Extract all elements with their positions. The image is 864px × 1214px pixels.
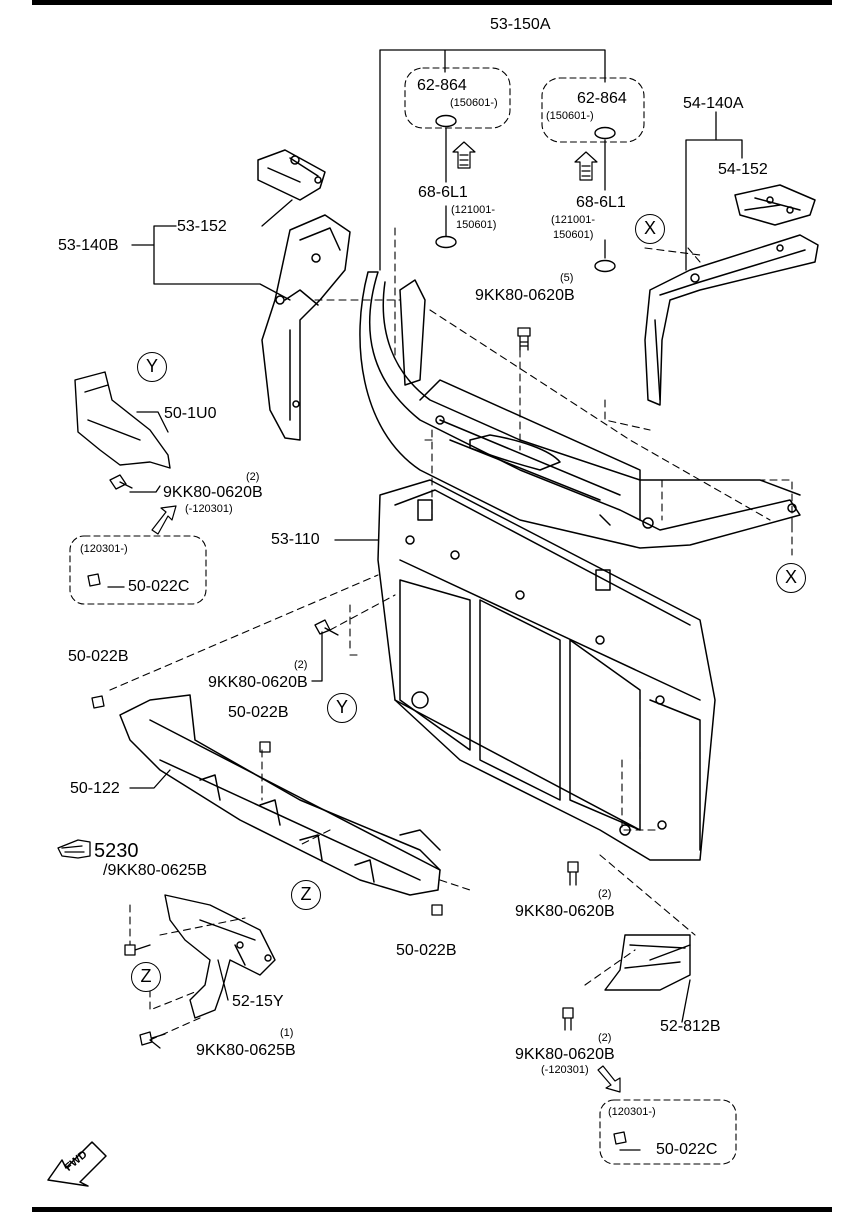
label-bolt-right: 9KK80-0620B (515, 903, 615, 920)
pointer-hand-icon (57, 839, 91, 859)
label-bolt-low: 9KK80-0620B (515, 1046, 615, 1063)
label-53-152: 53-152 (177, 218, 227, 235)
plugs (435, 114, 616, 273)
dashed-leaders (109, 227, 793, 1041)
upper-tie-bar (359, 271, 801, 549)
label-50-022b-lower: 50-022B (396, 942, 457, 959)
label-bolt-left-qty: (2) (246, 471, 260, 483)
fasteners (87, 327, 627, 1145)
label-54-140a: 54-140A (683, 95, 744, 112)
label-53-150a: 53-150A (490, 16, 551, 33)
callout-x-top: X (635, 214, 665, 244)
label-62-864-left-date: (150601-) (450, 97, 498, 109)
radiator-support (377, 479, 716, 861)
label-62-864-left: 62-864 (417, 77, 467, 94)
label-bolt-low-qty: (2) (598, 1032, 612, 1044)
label-bolt-right-qty: (2) (598, 888, 612, 900)
label-50-122: 50-122 (70, 780, 120, 797)
label-bolt-0625-lower-qty: (1) (280, 1027, 294, 1039)
air-guide-lower-right (604, 934, 691, 991)
label-bolt-left: 9KK80-0620B (163, 484, 263, 501)
label-50-022b-left: 50-022B (68, 648, 129, 665)
label-box-right-part: 50-022C (656, 1141, 718, 1158)
label-68-6l1-right-date2: 150601) (553, 229, 594, 241)
callout-x-right: X (776, 563, 806, 593)
up-arrows (151, 141, 621, 1093)
label-52-15y: 52-15Y (232, 993, 284, 1010)
label-68-6l1-left-date2: 150601) (456, 219, 497, 231)
callout-y-left: Y (137, 352, 167, 382)
label-box-left-date: (120301-) (80, 543, 128, 555)
fwd-arrow-icon (47, 1141, 107, 1187)
label-62-864-right: 62-864 (577, 90, 627, 107)
label-53-140b: 53-140B (58, 237, 119, 254)
label-bolt-top-qty: (5) (560, 272, 574, 284)
callout-z-bracket: Z (131, 962, 161, 992)
label-bolt-top: 9KK80-0620B (475, 287, 575, 304)
bottom-border (32, 1207, 832, 1212)
dashed-boxes (69, 67, 737, 1165)
label-box-right-date: (120301-) (608, 1106, 656, 1118)
callout-y-mid: Y (327, 693, 357, 723)
label-50-022b-mid: 50-022B (228, 704, 289, 721)
label-ref-5230: 5230 (94, 840, 139, 862)
top-border (32, 0, 832, 5)
left-side-bracket (257, 149, 351, 441)
label-62-864-right-date: (150601-) (546, 110, 594, 122)
right-side-bracket (644, 184, 819, 406)
label-bolt-mid-qty: (2) (294, 659, 308, 671)
label-53-110: 53-110 (271, 531, 320, 548)
label-50-1u0: 50-1U0 (164, 405, 217, 422)
label-68-6l1-right: 68-6L1 (576, 194, 626, 211)
air-guide-upper-left (74, 371, 171, 469)
label-bolt-mid: 9KK80-0620B (208, 674, 308, 691)
label-bolt-left-date: (-120301) (185, 503, 233, 515)
label-68-6l1-right-date1: (121001- (551, 214, 596, 226)
label-bolt-low-date: (-120301) (541, 1064, 589, 1076)
leader-lines (107, 49, 743, 1151)
label-bolt-0625-lower: 9KK80-0625B (196, 1042, 296, 1059)
label-box-left-part: 50-022C (128, 578, 190, 595)
label-bolt-0625-top: /9KK80-0625B (103, 862, 208, 879)
label-68-6l1-left: 68-6L1 (418, 184, 468, 201)
label-54-152: 54-152 (718, 161, 768, 178)
label-52-812b: 52-812B (660, 1018, 721, 1035)
lower-tie-bar (119, 694, 441, 896)
bracket-52-15y (164, 894, 276, 1019)
label-68-6l1-left-date1: (121001- (451, 204, 496, 216)
callout-z-tiebar: Z (291, 880, 321, 910)
